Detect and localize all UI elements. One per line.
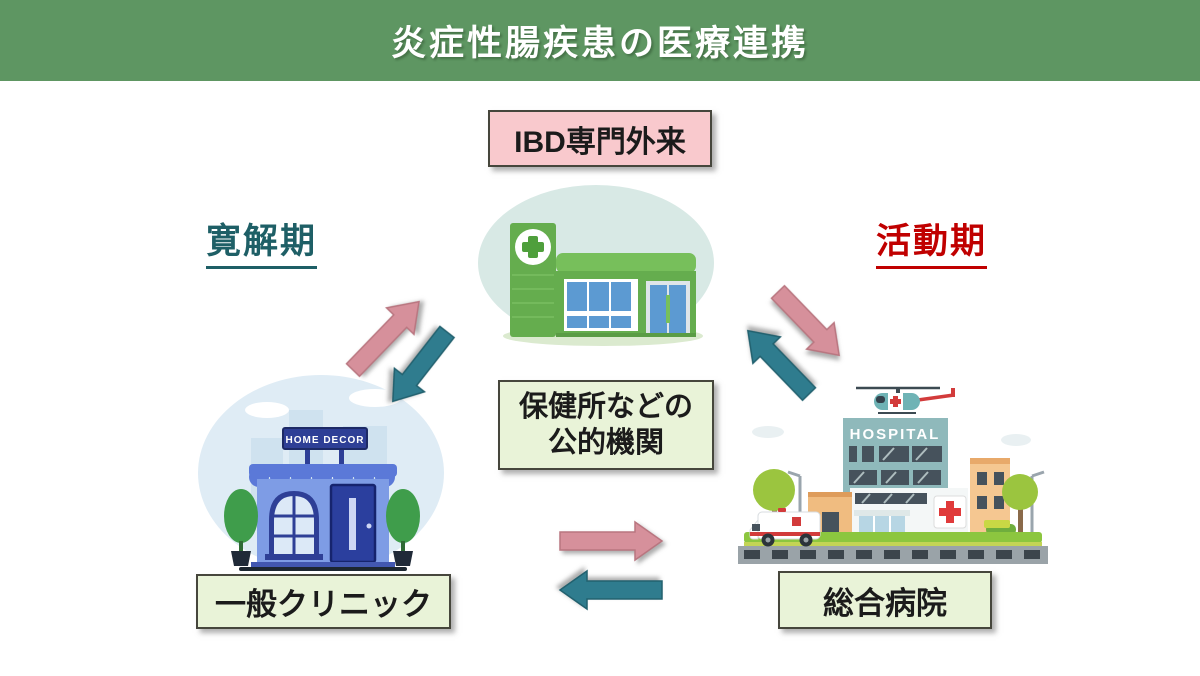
general-hospital-box: 総合病院 — [778, 571, 992, 629]
road — [738, 546, 1048, 564]
helicopter-icon — [856, 386, 955, 414]
potted-tree-left — [224, 489, 258, 566]
ibd-specialist-clinic-label: IBD専門外来 — [514, 125, 686, 159]
arrow-clinic-to-ibd-icon — [345, 300, 420, 378]
hospital-front-wing — [850, 488, 968, 536]
shop-door — [329, 483, 377, 564]
shop-sign: HOME DECOR — [282, 427, 368, 464]
left-arrow-pair — [345, 300, 456, 403]
active-phase-label: 活動期 — [876, 213, 988, 269]
arrow-ibd-to-clinic-icon — [392, 325, 456, 403]
bottom-arrow-pair — [558, 520, 664, 611]
public-institution-label-line1: 保健所などの — [518, 390, 693, 423]
clouds — [752, 426, 1031, 446]
general-clinic-box: 一般クリニック — [196, 574, 451, 629]
arrow-hospital-to-ibd-icon — [746, 329, 817, 402]
potted-tree-right — [386, 489, 420, 566]
storefront-building — [239, 464, 407, 571]
ibd-specialist-clinic-box: IBD専門外来 — [488, 110, 712, 167]
general-clinic-label: 一般クリニック — [215, 587, 432, 622]
clinic-door — [646, 281, 690, 335]
ibd-clinic-illustration — [478, 185, 714, 346]
clouds — [245, 389, 401, 418]
page-title: 炎症性腸疾患の医療連携 — [390, 24, 809, 63]
curb — [744, 542, 1042, 546]
medical-cross-icon — [522, 236, 544, 258]
home-decor-sign-text: HOME DECOR — [286, 435, 365, 446]
general-hospital-label: 総合病院 — [823, 585, 947, 621]
right-arrow-pair — [746, 284, 841, 402]
general-clinic-illustration: HOME DECOR — [198, 375, 444, 571]
clinic-windows — [567, 282, 631, 328]
ambulance-icon — [749, 508, 821, 547]
clinic-building — [510, 223, 696, 337]
red-cross-icon — [933, 495, 967, 529]
arched-window — [265, 491, 323, 560]
arrow-ibd-to-hospital-icon — [770, 284, 841, 357]
hospital-illustration: HOSPITAL — [738, 386, 1048, 564]
remission-phase-label: 寛解期 — [206, 213, 318, 269]
public-institution-label-line2: 公的機関 — [547, 427, 664, 459]
arrow-hospital-to-clinic-icon — [558, 569, 663, 611]
public-institution-box: 保健所などの 公的機関 — [498, 380, 714, 470]
arrow-clinic-to-hospital-icon — [559, 520, 664, 562]
title-bar: 炎症性腸疾患の医療連携 — [0, 0, 1200, 81]
hospital-sign-text: HOSPITAL — [850, 426, 941, 443]
